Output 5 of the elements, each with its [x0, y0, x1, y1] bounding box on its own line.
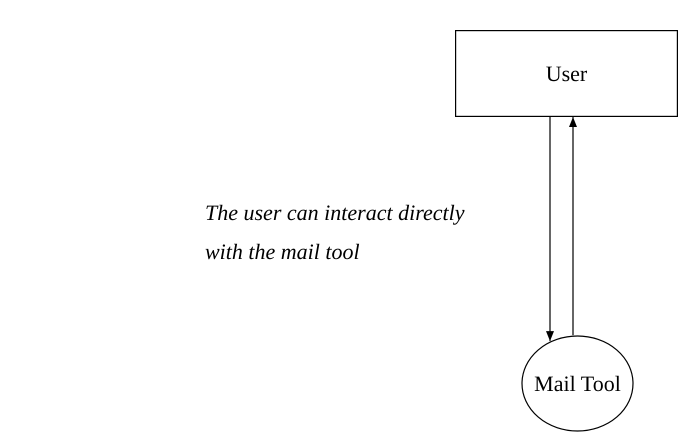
node-label: User [546, 60, 588, 86]
arrow [546, 117, 554, 342]
note-text: The user can interact directly with the mail tool [205, 199, 466, 266]
arrow [569, 117, 577, 336]
node-label: Mail Tool [534, 370, 621, 396]
